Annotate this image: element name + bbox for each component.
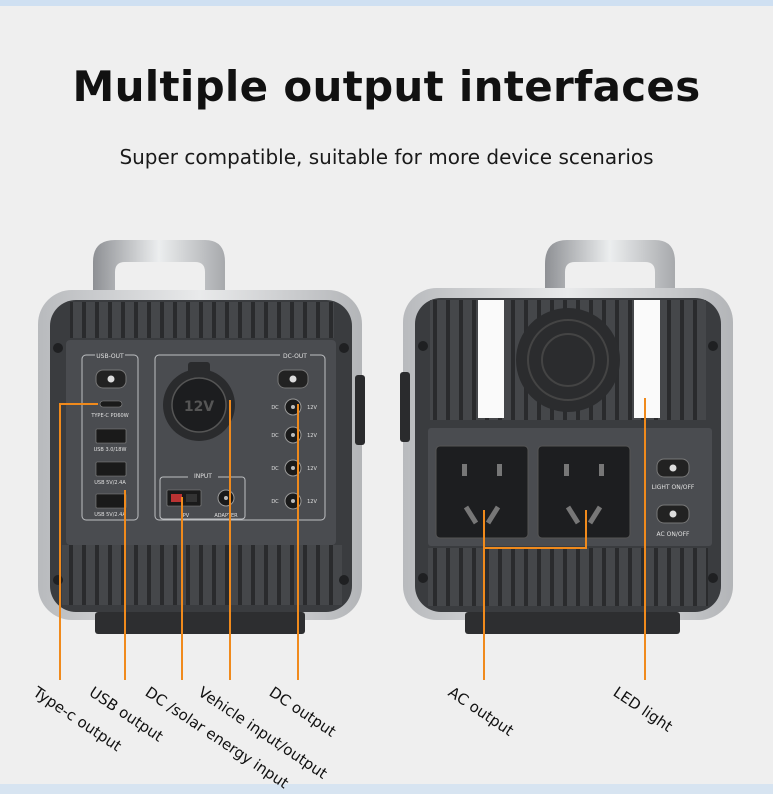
dc-port-3-label: DC <box>271 466 279 472</box>
usb-port-3 <box>95 493 127 509</box>
control-panel <box>66 340 336 545</box>
side-tab <box>400 372 410 442</box>
led-light-right <box>634 300 660 418</box>
dc-port-4-label: DC <box>271 499 279 505</box>
ac-socket-2 <box>537 445 631 539</box>
light-switch-label: LIGHT ON/OFF <box>652 484 695 491</box>
callout-lines <box>59 398 646 680</box>
dc-port-3-voltage: 12V <box>307 466 317 472</box>
left-device: USB-OUT TYPE-C PD60W USB 3.0/18W USB 5V/… <box>38 240 365 634</box>
page-subtitle: Super compatible, suitable for more devi… <box>119 145 654 169</box>
top-vent <box>70 302 334 338</box>
dc-out-label: DC-OUT <box>283 353 307 360</box>
side-tab <box>355 375 365 445</box>
ac-switch-label: AC ON/OFF <box>657 531 691 538</box>
dc-port-2-voltage: 12V <box>307 433 317 439</box>
usb-out-label: USB-OUT <box>96 353 124 360</box>
usb-port-3-label: USB 5V/2.4A <box>94 512 126 518</box>
device-base <box>465 612 680 634</box>
bottom-vent <box>62 545 342 605</box>
dc-port-2-label: DC <box>271 433 279 439</box>
carry-handle <box>545 240 675 300</box>
input-label: INPUT <box>194 473 212 480</box>
type-c-port <box>99 400 123 408</box>
adapter-label: ADAPTER <box>214 513 238 519</box>
callout-line-ac-bracket <box>483 510 587 549</box>
usb-port-1-label: USB 3.0/18W <box>94 447 127 453</box>
car-socket-label: 12V <box>184 399 214 415</box>
usb-port-1 <box>95 428 127 444</box>
dc-port-1-voltage: 12V <box>307 405 317 411</box>
usb-port-2-label: USB 5V/2.4A <box>94 480 126 486</box>
bottom-vent <box>428 548 708 606</box>
carry-handle <box>93 240 225 300</box>
usb-port-2 <box>95 461 127 477</box>
pv-label: PV <box>183 513 190 519</box>
dc-port-1-label: DC <box>271 405 279 411</box>
bottom-accent-bar <box>0 784 773 794</box>
type-c-label: TYPE-C PD60W <box>90 413 128 419</box>
cooling-fan <box>516 308 620 412</box>
led-light-left <box>478 300 504 418</box>
ac-socket-1 <box>435 445 529 539</box>
right-device: LIGHT ON/OFF AC ON/OFF <box>400 240 733 634</box>
device-base <box>95 612 305 634</box>
page-title: Multiple output interfaces <box>72 62 701 111</box>
top-accent-bar <box>0 0 773 6</box>
dc-port-4-voltage: 12V <box>307 499 317 505</box>
callout-line-type-c <box>59 403 98 680</box>
dc-out-box <box>154 354 326 521</box>
